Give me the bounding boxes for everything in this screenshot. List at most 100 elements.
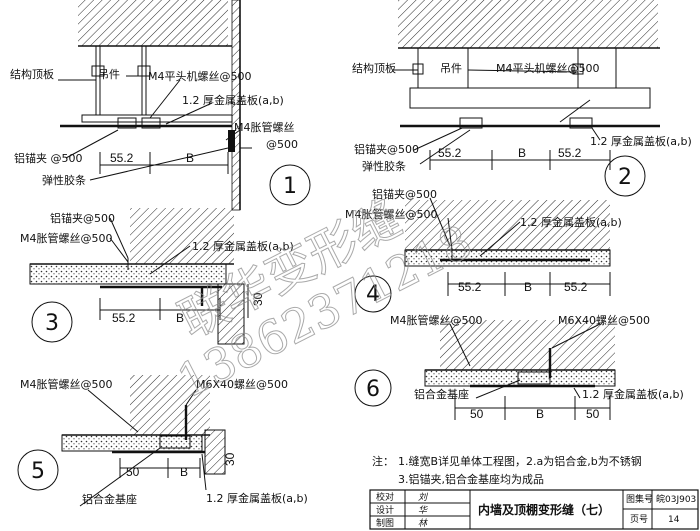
page-label: 页号 [630, 514, 648, 525]
hanger-label: 吊件 [440, 62, 462, 75]
screw-label: M4平头机螺丝@500 [148, 69, 252, 83]
detail-number-circle [354, 275, 392, 313]
atlas-number: 皖03J903 [656, 493, 696, 505]
detail-4 [354, 197, 611, 313]
detail-number: 2 [618, 165, 632, 190]
dimension-value: 50 [126, 465, 140, 479]
hanger-icon [91, 65, 105, 77]
cover-label: 1.2 厚金属盖板(a,b) [590, 134, 692, 148]
detail-number-circle [269, 164, 311, 206]
detail-2 [392, 0, 660, 197]
clip-label: 铝锚夹@500 [372, 187, 437, 201]
signature-checker: 刘 [418, 492, 429, 503]
detail-number: 5 [31, 459, 45, 484]
ceiling-board [409, 87, 651, 109]
detail-5-labels: M4胀管螺丝@500 M6X40螺丝@500 铝合金基座 1.2 厚金属盖板(a… [20, 377, 308, 506]
aluminum-base-label: 铝合金基座 [414, 387, 469, 401]
dimension-value: 55.2 [564, 280, 588, 294]
cover-label: 1.2 厚金属盖板(a,b) [582, 387, 684, 401]
clip-label: 铝锚夹@500 [50, 211, 115, 225]
atlas-label: 图集号 [626, 493, 653, 505]
detail-number-circle [31, 301, 73, 343]
dimension-value: 55.2 [110, 151, 134, 165]
dimension-value: 30 [251, 292, 265, 306]
bolt-label: M6X40螺丝@500 [558, 314, 650, 327]
cover-label: 1.2 厚金属盖板(a,b) [192, 239, 294, 253]
anchor-bolt-spacing-label: @500 [266, 138, 298, 151]
detail-4-labels: 铝锚夹@500 M4胀管螺丝@500 1.2 厚金属盖板(a,b) 55.2 B… [345, 187, 622, 307]
clip-icon [459, 117, 483, 129]
drawing-title: 内墙及顶棚变形缝（七） [478, 502, 610, 517]
dimension-value: B [180, 465, 188, 479]
rubber-strip-icon [228, 130, 235, 152]
plaster-layer [404, 249, 611, 267]
signature-designer: 华 [418, 505, 428, 516]
dimension-value: 55.2 [438, 146, 462, 160]
dimension-value: B [176, 311, 184, 325]
dimension-value: B [186, 151, 194, 165]
page-number: 14 [668, 515, 680, 525]
concrete-slab [398, 0, 658, 48]
clip-icon [569, 117, 593, 129]
dimension-value: 55.2 [112, 311, 136, 325]
detail-number: 3 [45, 311, 59, 336]
role-drafter: 制图 [376, 517, 394, 529]
role-checker: 校对 [376, 491, 394, 503]
detail-number: 6 [366, 377, 380, 402]
dimension-value: B [524, 280, 532, 294]
wall [217, 283, 245, 345]
hanger-icon [412, 63, 424, 75]
dimension-value: B [518, 146, 526, 160]
structural-slab-label: 结构顶板 [352, 61, 396, 75]
detail-3-labels: 铝锚夹@500 M4胀管螺丝@500 1.2 厚金属盖板(a,b) 55.2 B… [20, 211, 294, 336]
aluminum-base-label: 铝合金基座 [82, 492, 137, 506]
dimension-value: B [536, 407, 544, 421]
detail-number-circle [354, 369, 392, 407]
hanger-label: 吊件 [98, 68, 120, 81]
signature-drafter: 林 [418, 518, 428, 529]
cover-label: 1.2 厚金属盖板(a,b) [206, 491, 308, 505]
rubber-strip-label: 弹性胶条 [42, 173, 86, 187]
concrete-slab [440, 320, 615, 370]
dimension-value: 50 [586, 407, 600, 421]
concrete-slab [405, 200, 610, 250]
clip-label: 铝锚夹@500 [354, 142, 419, 156]
dimension-value: 50 [470, 407, 484, 421]
rubber-strip-label: 弹性胶条 [362, 159, 406, 173]
cover-label: 1.2 厚金属盖板(a,b) [182, 93, 284, 107]
notes: 注： 1.缝宽B详见单体工程图，2.a为铝合金,b为不锈钢 3.铝锚夹,铝合金基… [372, 454, 642, 486]
structural-slab-label: 结构顶板 [10, 67, 54, 81]
note-line-1: 1.缝宽B详见单体工程图，2.a为铝合金,b为不锈钢 [398, 454, 642, 468]
detail-2-labels: 结构顶板 吊件 M4平头机螺丝@500 1.2 厚金属盖板(a,b) 铝锚夹@5… [352, 61, 692, 190]
anchor-bolt-label: M4胀管螺丝@500 [345, 207, 438, 221]
anchor-bolt-label: M4胀管螺丝@500 [20, 231, 113, 245]
note-line-2: 3.铝锚夹,铝合金基座均为成品 [398, 472, 544, 486]
concrete-slab [130, 208, 234, 264]
concrete-slab [130, 375, 210, 435]
anchor-bolt-label: M4胀管螺丝 [234, 120, 295, 134]
role-designer: 设计 [376, 504, 394, 516]
dimension-value: 55.2 [558, 146, 582, 160]
clip-icon [141, 117, 161, 129]
detail-6-labels: M4胀管螺丝@500 M6X40螺丝@500 铝合金基座 1.2 厚金属盖板(a… [366, 313, 684, 421]
wall [204, 429, 226, 475]
detail-number: 4 [366, 282, 380, 307]
anchor-bolt-label: M4胀管螺丝@500 [20, 377, 113, 391]
dimension-value: 30 [223, 452, 237, 466]
detail-1-labels: 结构顶板 吊件 M4平头机螺丝@500 1.2 厚金属盖板(a,b) M4胀管螺… [10, 67, 298, 199]
hanger-icon [572, 63, 584, 75]
dimension-value: 55.2 [458, 280, 482, 294]
detail-number: 1 [283, 174, 297, 199]
notes-prefix: 注： [372, 454, 394, 468]
bolt-label: M6X40螺丝@500 [196, 378, 288, 391]
screw-label: M4平头机螺丝@500 [496, 61, 600, 75]
detail-5 [17, 375, 226, 507]
detail-3 [29, 208, 249, 345]
ceiling-board [81, 114, 233, 123]
detail-number-circle [17, 449, 59, 491]
concrete-slab [78, 0, 228, 46]
clip-label: 铝锚夹 @500 [14, 151, 83, 165]
plaster-layer [61, 434, 203, 452]
detail-number-circle [604, 155, 646, 197]
